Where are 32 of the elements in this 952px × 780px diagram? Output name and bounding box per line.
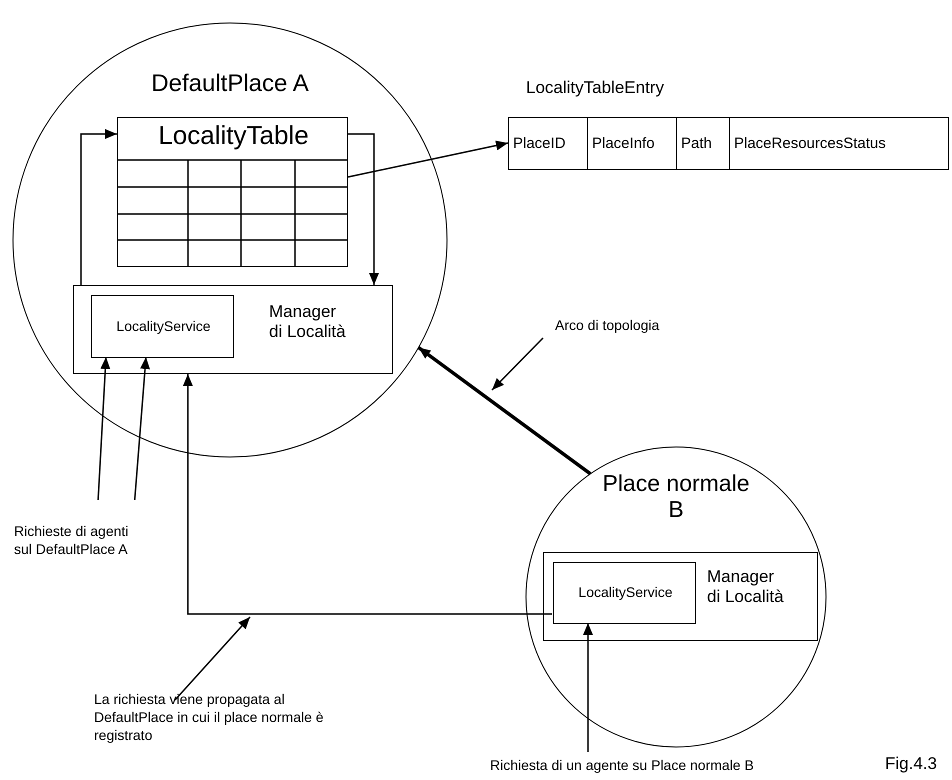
- arrow: [417, 346, 592, 476]
- annotation-text: Richieste di agenti sul DefaultPlace A: [14, 522, 142, 558]
- annotation-text: Richiesta di un agente su Place normale B: [490, 756, 790, 774]
- figure-label: Fig.4.3: [885, 754, 937, 774]
- table-cell: PlaceID: [508, 117, 588, 170]
- service-box: [553, 562, 696, 624]
- arrow: [182, 374, 552, 615]
- leader-line: [491, 337, 544, 391]
- table-cell: Path: [676, 117, 730, 170]
- manager-box: [543, 552, 818, 641]
- box-label: Manager di Località: [707, 567, 785, 606]
- place-title: Place normale B: [601, 470, 751, 523]
- box-label: LocalityTable: [157, 121, 310, 151]
- annotation-text: La richiesta viene propagata al DefaultPlace in cui il place normale è registrato: [94, 690, 344, 745]
- arrow: [97, 356, 110, 500]
- manager-box: [73, 285, 393, 374]
- table-cell: PlaceInfo: [587, 117, 677, 170]
- arrow: [348, 140, 508, 178]
- arrow: [348, 133, 379, 285]
- table-cell: PlaceResourcesStatus: [729, 117, 949, 170]
- arrow: [80, 129, 117, 285]
- box-label: LocalityService: [115, 318, 212, 334]
- place-title: DefaultPlace A: [150, 70, 310, 98]
- leader-line: [174, 616, 251, 700]
- arrow: [134, 356, 150, 500]
- annotation-text: Arco di topologia: [555, 316, 715, 334]
- table-box: [117, 117, 348, 267]
- box-label: Manager di Località: [269, 302, 347, 342]
- box-label: LocalityService: [577, 584, 674, 600]
- service-box: [91, 295, 234, 358]
- arrow: [583, 623, 593, 752]
- table-title: LocalityTableEntry: [526, 78, 665, 98]
